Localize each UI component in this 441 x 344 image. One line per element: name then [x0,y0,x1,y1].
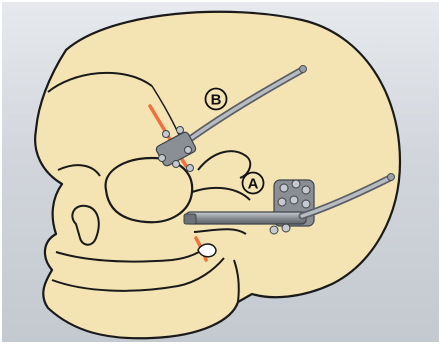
label-b: B [206,89,227,110]
label-a-text: A [248,176,259,193]
tooth [198,244,216,257]
label-a: A [243,173,264,194]
orbit [106,158,193,222]
label-b-text: B [211,92,222,109]
